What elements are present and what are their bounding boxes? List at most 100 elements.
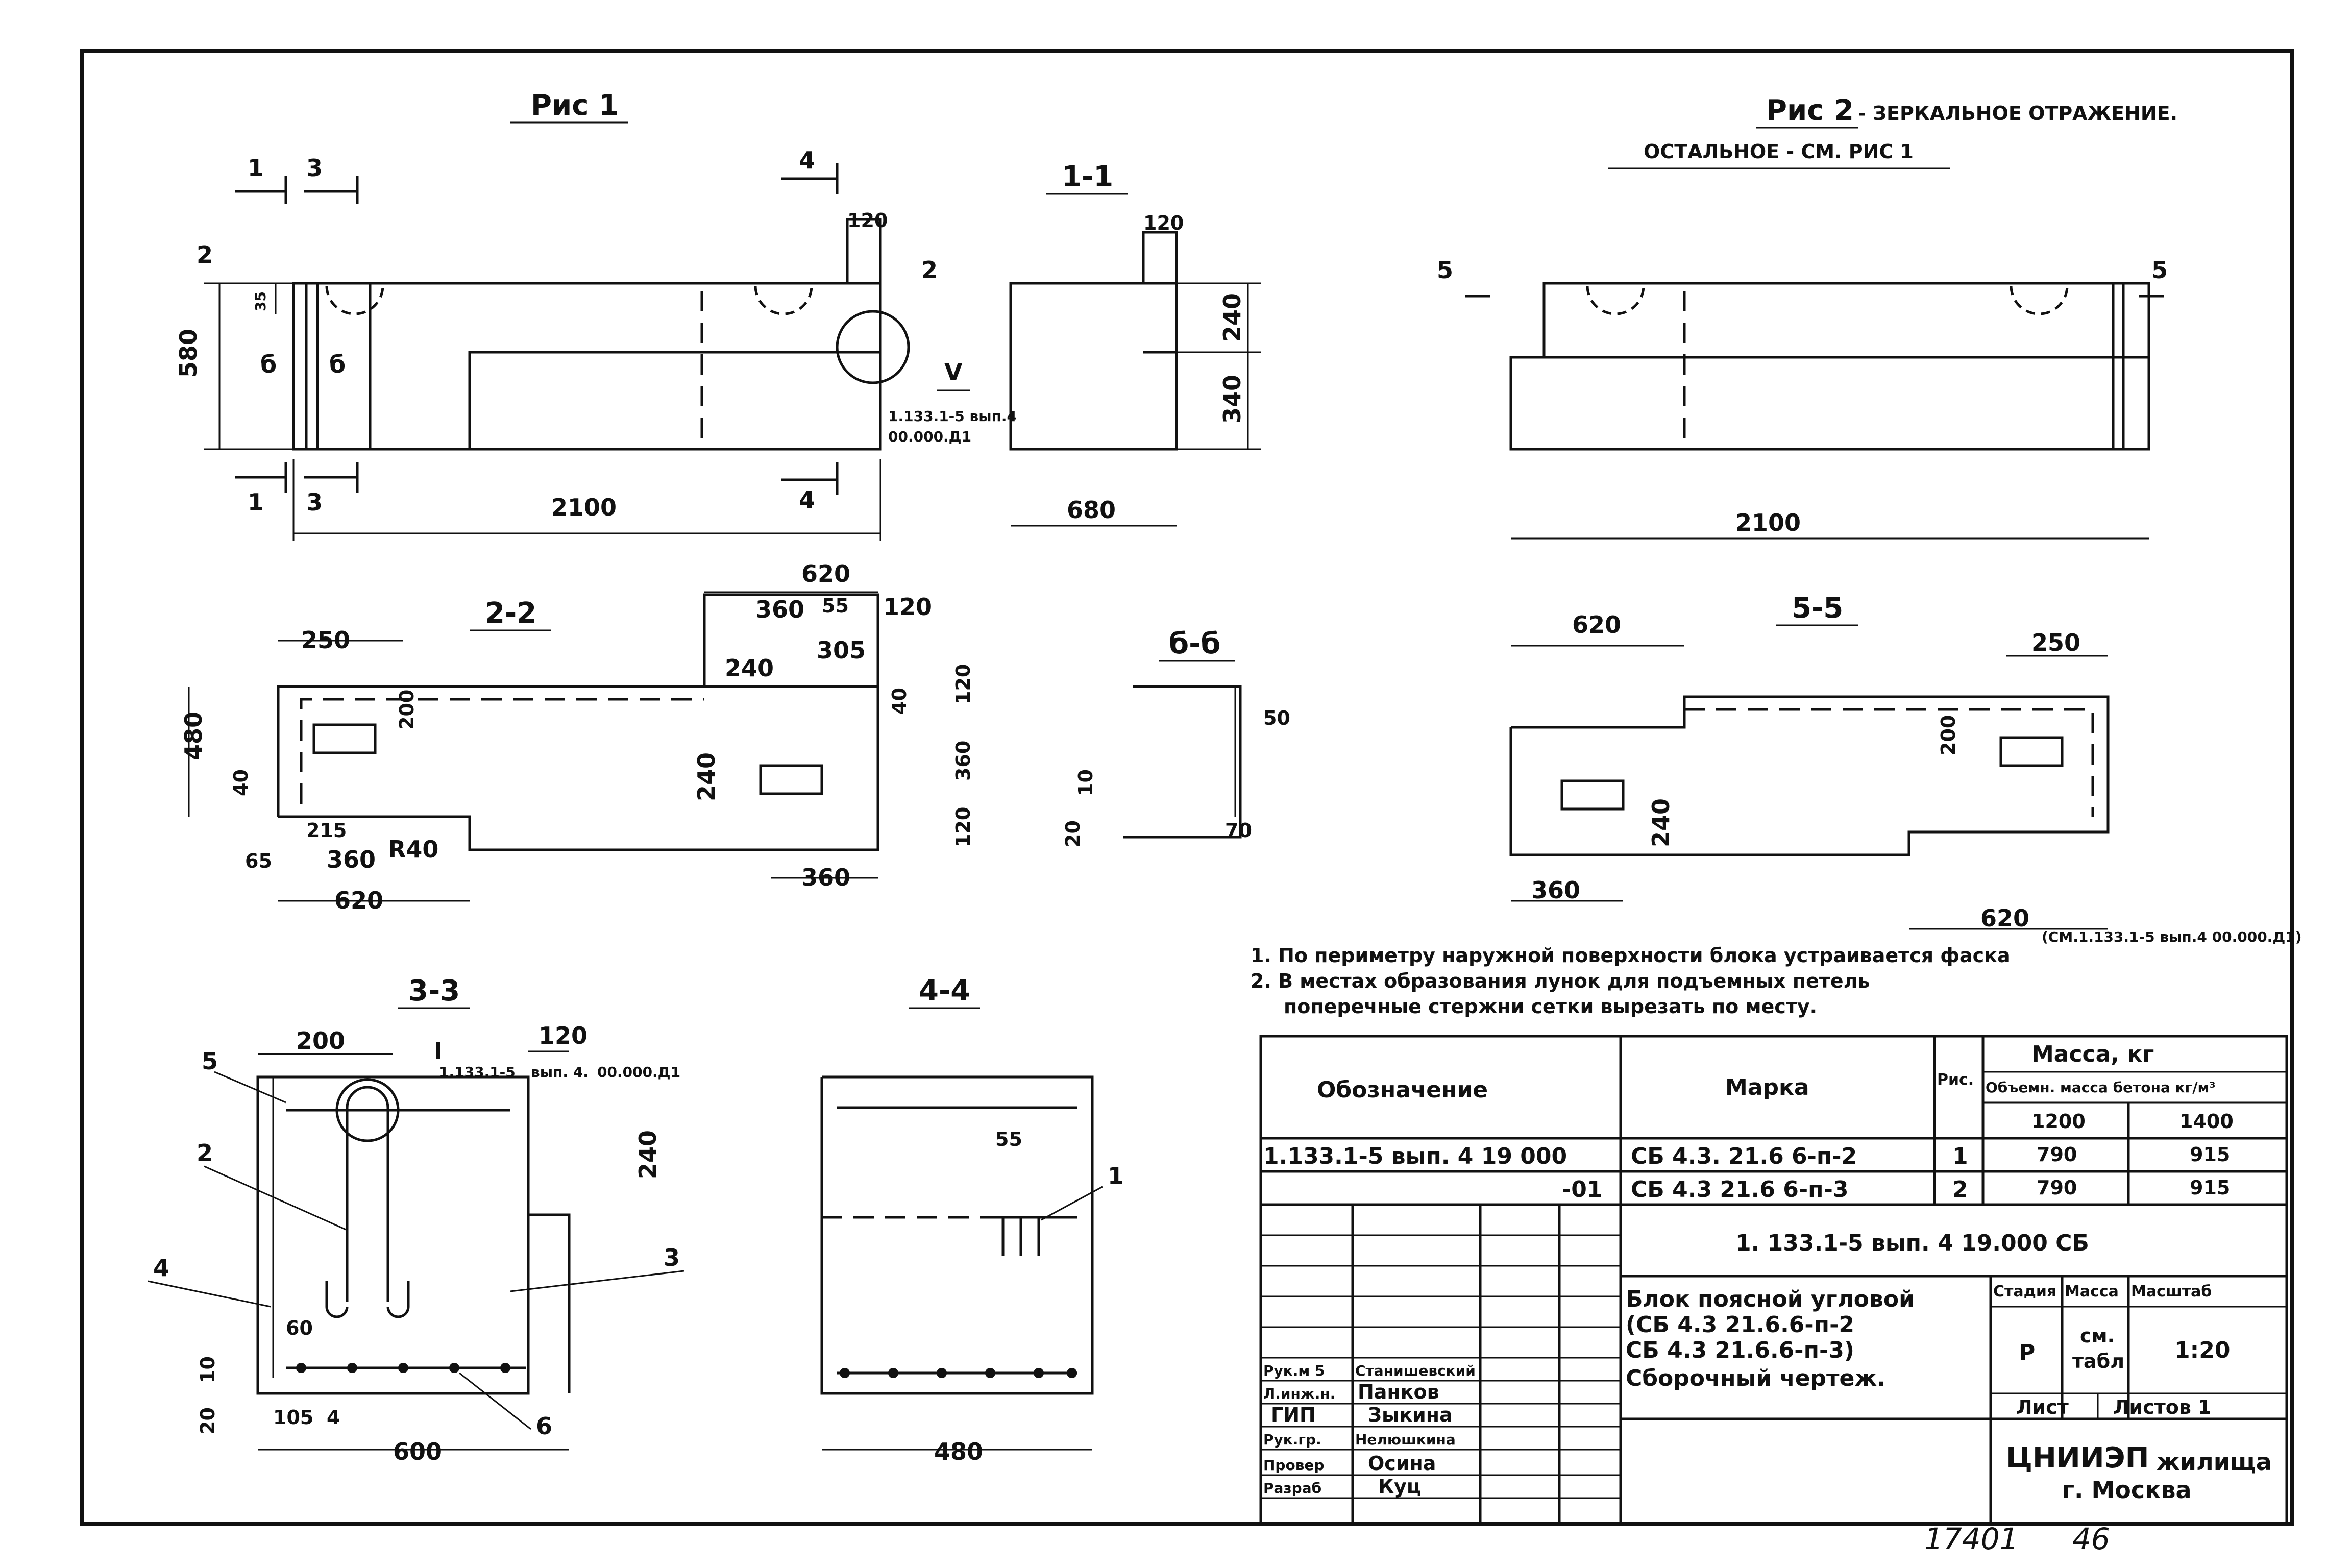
svg-text:2: 2 — [197, 1139, 213, 1167]
svg-text:360: 360 — [327, 846, 376, 873]
svg-text:240: 240 — [634, 1130, 662, 1179]
svg-text:620: 620 — [801, 560, 850, 587]
spec-header-fig: Рис. — [1937, 1071, 1974, 1089]
svg-text:55: 55 — [822, 595, 849, 617]
svg-text:2100: 2100 — [1735, 509, 1801, 536]
svg-text:(СБ 4.3 21.6.6-п-2: (СБ 4.3 21.6.6-п-2 — [1626, 1312, 1854, 1338]
svg-text:20: 20 — [1062, 820, 1084, 847]
svg-text:1: 1 — [248, 488, 264, 516]
fig2-view: Рис 2 - ЗЕРКАЛЬНОЕ ОТРАЖЕНИЕ. ОСТАЛЬНОЕ … — [1437, 94, 2177, 540]
row2-m2: 915 — [2190, 1177, 2230, 1199]
svg-text:2: 2 — [197, 241, 213, 268]
svg-text:120: 120 — [952, 807, 974, 847]
fig1-title: Рис 1 — [531, 89, 619, 122]
svg-text:ОСТАЛЬНОЕ - СМ. РИС 1: ОСТАЛЬНОЕ - СМ. РИС 1 — [1644, 140, 1914, 163]
svg-text:б: б — [329, 351, 346, 378]
svg-text:120: 120 — [847, 209, 888, 232]
svg-text:Панков: Панков — [1358, 1381, 1439, 1403]
svg-text:I: I — [434, 1037, 443, 1065]
svg-text:580: 580 — [175, 329, 202, 378]
svg-text:240: 240 — [693, 752, 720, 801]
svg-text:600: 600 — [393, 1438, 442, 1465]
svg-text:вып. 4.: вып. 4. — [531, 1064, 589, 1081]
svg-text:120: 120 — [883, 593, 932, 621]
svg-text:Рук.м 5: Рук.м 5 — [1263, 1362, 1325, 1379]
row1-m2: 915 — [2190, 1143, 2230, 1166]
spec-header-density: Объемн. масса бетона кг/м³ — [1986, 1079, 2216, 1096]
svg-text:Листов 1: Листов 1 — [2113, 1396, 2212, 1418]
svg-text:Р: Р — [2019, 1340, 2035, 1366]
note-2a: 2. В местах образования лунок для подъем… — [1251, 970, 1870, 992]
footer-page: 46 — [2072, 1522, 2110, 1556]
svg-text:Л.инж.н.: Л.инж.н. — [1263, 1385, 1335, 1402]
svg-text:55: 55 — [995, 1128, 1022, 1150]
svg-text:Нелюшкина: Нелюшкина — [1355, 1431, 1456, 1448]
svg-text:5: 5 — [202, 1047, 218, 1075]
svg-text:305: 305 — [817, 636, 866, 664]
svg-text:1400: 1400 — [2179, 1110, 2234, 1133]
spec-header-mass: Масса, кг — [2031, 1041, 2154, 1067]
svg-text:200: 200 — [1937, 715, 1959, 755]
section-2-2: 2-2 250 620 360 55 120 305 240 480 200 4… — [180, 560, 974, 914]
svg-text:6: 6 — [536, 1412, 552, 1440]
svg-text:1.133.1-5 вып.4: 1.133.1-5 вып.4 — [888, 408, 1017, 425]
svg-text:10: 10 — [1074, 769, 1097, 796]
svg-text:Блок поясной угловой: Блок поясной угловой — [1626, 1286, 1915, 1312]
svg-text:240: 240 — [725, 654, 774, 682]
svg-text:4: 4 — [799, 486, 815, 513]
svg-text:1: 1 — [248, 154, 264, 182]
svg-text:120: 120 — [952, 664, 974, 704]
svg-text:табл: табл — [2072, 1350, 2124, 1373]
note-1: 1. По периметру наружной поверхности бло… — [1251, 944, 2011, 967]
row1-mark: СБ 4.3. 21.6 6-п-2 — [1631, 1143, 1857, 1169]
svg-text:360: 360 — [952, 741, 974, 781]
svg-text:680: 680 — [1067, 496, 1116, 524]
section-b-b: б-б 50 70 10 20 — [1062, 627, 1290, 847]
svg-text:Зыкина: Зыкина — [1368, 1404, 1453, 1426]
svg-text:1-1: 1-1 — [1062, 160, 1113, 193]
svg-text:105: 105 — [273, 1406, 313, 1429]
svg-text:ГИП: ГИП — [1271, 1404, 1316, 1426]
svg-text:480: 480 — [934, 1438, 983, 1465]
svg-text:жилища: жилища — [2157, 1448, 2272, 1476]
row1-designation: 1.133.1-5 вып. 4 19 000 — [1263, 1143, 1567, 1169]
svg-text:200: 200 — [296, 1027, 345, 1055]
svg-text:(СМ.1.133.1-5 вып.4 00.000.Д1): (СМ.1.133.1-5 вып.4 00.000.Д1) — [2042, 928, 2302, 945]
svg-text:1: 1 — [1108, 1162, 1124, 1190]
svg-text:R40: R40 — [388, 836, 438, 863]
svg-text:2: 2 — [921, 256, 938, 284]
svg-text:00.000.Д1: 00.000.Д1 — [597, 1064, 680, 1081]
row2-designation: -01 — [1562, 1177, 1603, 1203]
svg-text:35: 35 — [252, 291, 269, 311]
svg-text:240: 240 — [1218, 293, 1246, 342]
row2-mark: СБ 4.3 21.6 6-п-3 — [1631, 1177, 1848, 1203]
spec-table: Обозначение Марка Рис. Масса, кг Объемн.… — [1259, 1035, 2288, 1524]
section-3-3: 3-3 200 120 240 I 1.133.1-5 вып. 4. 00.0… — [148, 974, 684, 1465]
svg-text:200: 200 — [396, 690, 418, 730]
svg-text:5: 5 — [1437, 256, 1453, 284]
svg-text:3-3: 3-3 — [408, 974, 460, 1008]
svg-text:1.133.1-5: 1.133.1-5 — [439, 1064, 516, 1081]
svg-text:СБ 4.3 21.6.6-п-3): СБ 4.3 21.6.6-п-3) — [1626, 1337, 1854, 1363]
svg-text:4: 4 — [153, 1254, 169, 1282]
svg-text:1200: 1200 — [2031, 1110, 2086, 1133]
sheet-frame — [80, 49, 2294, 1526]
notes: (СМ.1.133.1-5 вып.4 00.000.Д1) 1. По пер… — [1251, 928, 2302, 1018]
title-block: Рук.м 5 Станишевский Л.инж.н. Панков ГИП… — [1261, 1036, 2288, 1524]
svg-text:см.: см. — [2080, 1325, 2115, 1347]
svg-text:Разраб: Разраб — [1263, 1480, 1321, 1497]
spec-header-designation: Обозначение — [1317, 1077, 1488, 1103]
svg-text:00.000.Д1: 00.000.Д1 — [888, 428, 971, 445]
svg-text:Стадия: Стадия — [1993, 1283, 2056, 1301]
svg-text:1:20: 1:20 — [2174, 1337, 2230, 1363]
svg-text:Рук.гр.: Рук.гр. — [1263, 1431, 1321, 1448]
spec-header-mark: Марка — [1725, 1074, 1809, 1100]
svg-text:4-4: 4-4 — [919, 974, 970, 1008]
svg-text:70: 70 — [1225, 819, 1252, 842]
svg-text:3: 3 — [306, 154, 323, 182]
row2-fig: 2 — [1952, 1177, 1968, 1203]
svg-text:Сборочный чертеж.: Сборочный чертеж. — [1626, 1365, 1885, 1391]
svg-text:20: 20 — [197, 1407, 219, 1434]
svg-text:Станишевский: Станишевский — [1355, 1362, 1476, 1379]
